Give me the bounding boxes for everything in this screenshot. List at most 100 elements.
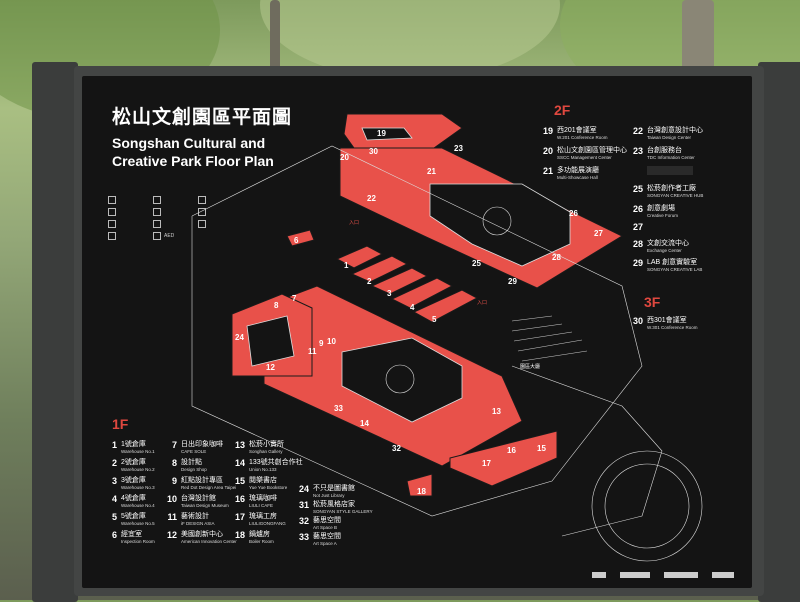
legend-icon: [153, 220, 161, 228]
map-number: 18: [417, 487, 426, 496]
warehouse-2: [350, 255, 409, 283]
map-number: 5: [432, 315, 437, 324]
map-number: 13: [492, 407, 501, 416]
courtyard-1f-west: [246, 315, 295, 367]
map-number: 28: [552, 253, 561, 262]
map-number: 11: [308, 347, 317, 356]
map-number: 14: [360, 419, 369, 428]
list-item-27: 27: [632, 222, 643, 232]
legend-item: [108, 232, 119, 240]
floor-plan-board: 松山文創園區平面圖 Songshan Cultural and Creative…: [82, 76, 752, 588]
legend-icon: [198, 196, 206, 204]
lobby-label: 園區大廳: [520, 363, 540, 370]
map-number: 22: [367, 194, 376, 203]
tree-trunk: [270, 0, 280, 70]
map-number: 24: [235, 333, 244, 342]
map-numbers: 1 2 3 4 5 6 7 8 9 10 11 12 13 14 15 16 1…: [235, 129, 603, 496]
map-number: 12: [266, 363, 275, 372]
pond-outline-inner: [604, 463, 690, 549]
entrance-label-1: 入口: [349, 220, 359, 226]
map-number: 7: [292, 294, 297, 303]
pond-outline: [591, 450, 703, 562]
park-outline: [191, 145, 643, 517]
map-courtyards: [246, 127, 571, 423]
legend-icon: [153, 232, 161, 240]
courtyard-1f: [341, 337, 463, 423]
map-number: 6: [294, 236, 299, 245]
map-number: 19: [377, 129, 386, 138]
logo-mark: [620, 572, 650, 578]
map-number: 25: [472, 259, 481, 268]
floor-label-3f: 3F: [644, 294, 661, 310]
legend-item: [108, 208, 119, 216]
legend-item: [153, 208, 164, 216]
legend-icon: [108, 208, 116, 216]
list-item-blank: [630, 166, 693, 175]
map-number: 8: [274, 301, 279, 310]
map-details: [191, 145, 703, 562]
floor-plan-map: 入口 入口 園區大廳 1 2 3 4 5 6 7 8 9 10 11 12 13…: [191, 113, 703, 562]
legend-item: [153, 196, 164, 204]
legend-item: [198, 208, 209, 216]
page-title: 松山文創園區平面圖: [112, 107, 293, 128]
legend-icon: [108, 220, 116, 228]
title-line-1: Songshan Cultural and: [112, 135, 266, 151]
park-outline-east: [511, 365, 663, 537]
sign-post-right: [758, 62, 800, 602]
map-number: 30: [369, 147, 378, 156]
covered-entry: [647, 166, 693, 175]
entrance-label-2: 入口: [477, 300, 487, 306]
legend-icon: [198, 220, 206, 228]
boiler-room-18: [406, 473, 433, 497]
map-number: 29: [508, 277, 517, 286]
warehouse-4: [390, 277, 454, 309]
legend-item: [198, 196, 209, 204]
courtyard-2f: [429, 183, 571, 267]
sign-post-left: [32, 62, 78, 602]
legend-icon: [198, 208, 206, 216]
map-number: 3: [387, 289, 392, 298]
warehouse-1: [335, 245, 384, 269]
map-number: 10: [327, 337, 336, 346]
map-number: 1: [344, 261, 349, 270]
warehouse-6: [286, 229, 315, 247]
warehouse-5: [412, 289, 479, 323]
legend-item: AED: [153, 232, 174, 240]
legend-icon: [108, 196, 116, 204]
map-number: 17: [482, 459, 491, 468]
legend-item: [108, 196, 119, 204]
map-number: 15: [537, 444, 546, 453]
map-number: 23: [454, 144, 463, 153]
logo-mark: [592, 572, 606, 578]
courtyard-2f-circle: [482, 206, 512, 236]
warehouse-3: [370, 267, 429, 295]
courtyard-2f-north: [361, 127, 413, 141]
map-number: 20: [340, 153, 349, 162]
legend-item: [153, 220, 164, 228]
hatched-area: [511, 315, 588, 362]
map-number: 33: [334, 404, 343, 413]
floor-label-2f: 2F: [554, 102, 571, 118]
